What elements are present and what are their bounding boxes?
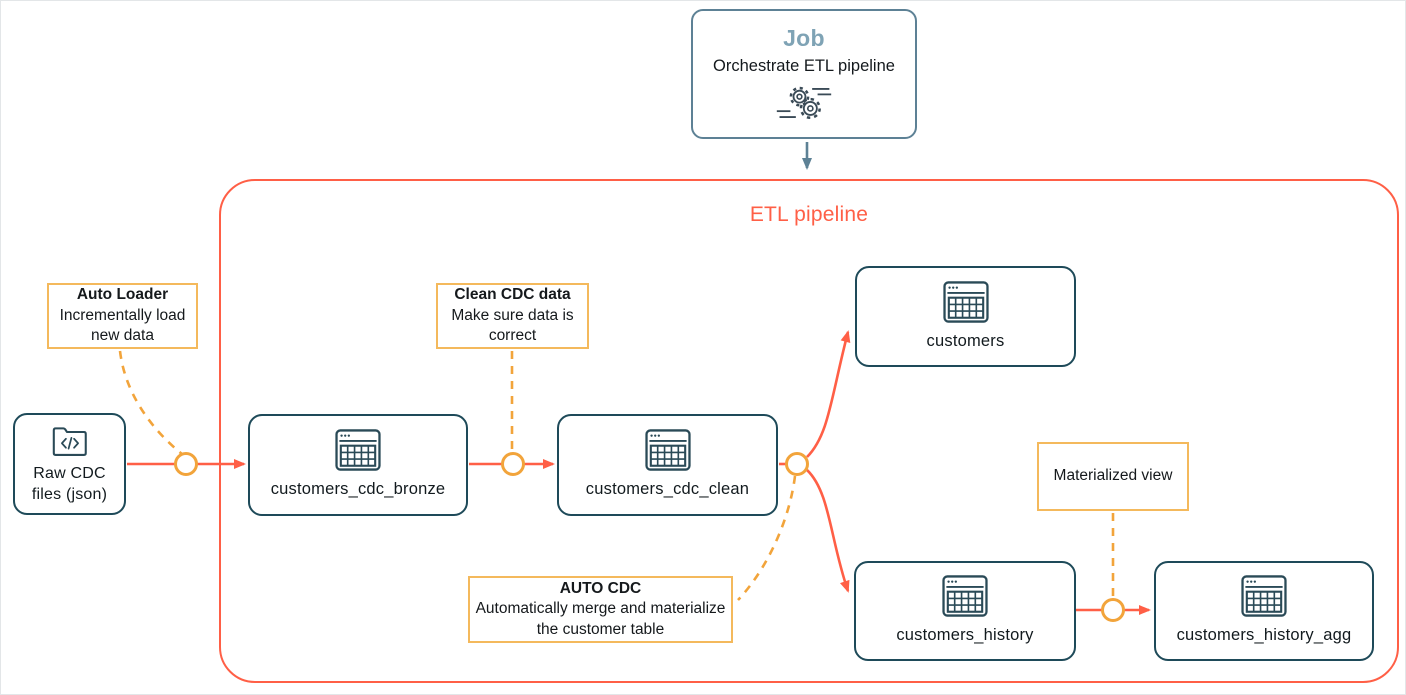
annotation-auto-loader: Auto Loader Incrementally load new data [47,283,198,349]
node-raw-cdc-files: Raw CDC files (json) [13,413,126,515]
annotation-body: Incrementally load new data [59,306,186,345]
node-label: customers_cdc_bronze [270,480,446,499]
job-subtitle: Orchestrate ETL pipeline [713,57,895,75]
connection-point [174,452,198,476]
node-label: customers_history [896,626,1034,645]
annotation-body: Automatically merge and materialize the … [475,600,726,638]
annotation-title: Auto Loader [76,286,169,304]
annotation-body: Make sure data is correct [451,306,574,345]
node-customers-history-agg: customers_history_agg [1154,561,1374,661]
annotation-title: Clean CDC data [454,286,571,304]
job-box: Job Orchestrate ETL pipeline [691,9,917,139]
etl-pipeline-container: ETL pipeline [219,179,1399,683]
node-customers: customers [855,266,1076,367]
node-label: Raw CDC files (json) [31,464,108,503]
node-customers-history: customers_history [854,561,1076,661]
annotation-title: AUTO CDC [559,579,642,597]
node-customers-cdc-clean: customers_cdc_clean [557,414,778,516]
table-icon [942,575,988,617]
node-label: customers_cdc_clean [585,480,750,499]
node-customers-cdc-bronze: customers_cdc_bronze [248,414,468,516]
table-icon [645,429,691,471]
table-icon [1241,575,1287,617]
annotation-clean-cdc-data: Clean CDC data Make sure data is correct [436,283,589,349]
annotation-materialized-view: Materialized view [1037,442,1189,511]
etl-pipeline-title: ETL pipeline [749,203,869,226]
gears-icon [775,83,833,123]
annotation-body: Materialized view [1053,467,1173,485]
table-icon [335,429,381,471]
dash-auto-loader-link [118,350,183,456]
node-label: customers [926,331,1005,350]
node-label: customers_history_agg [1176,626,1352,645]
folder-code-icon [49,423,91,459]
job-title: Job [783,25,825,51]
table-icon [943,281,989,323]
annotation-auto-cdc: AUTO CDC Automatically merge and materia… [468,576,733,643]
